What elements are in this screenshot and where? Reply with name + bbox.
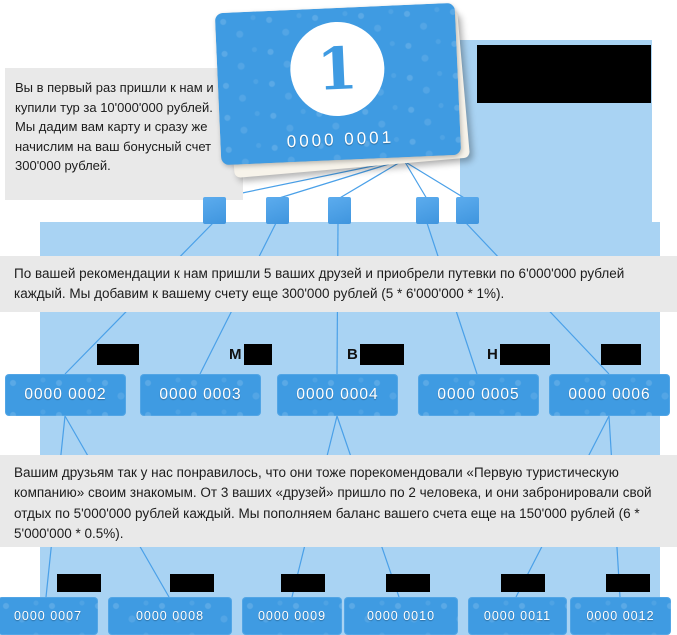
friend-node-icon: [266, 197, 289, 224]
redacted-black-bar: [501, 574, 545, 592]
acquaintance-card: 0000 0007: [0, 597, 98, 635]
redacted-name-label: Н: [487, 344, 550, 365]
redacted-name-label: [281, 574, 325, 592]
friend-card: 0000 0006: [549, 374, 670, 416]
card-face: 1 0000 0001: [214, 2, 462, 166]
step1-description-text: Вы в первый раз пришли к нам и купили ту…: [15, 80, 214, 173]
redacted-black-bar: [170, 574, 214, 592]
main-bonus-card: 1 0000 0001: [214, 2, 471, 179]
redacted-name-label: [501, 574, 545, 592]
card-number: 0000 0002: [24, 386, 107, 403]
card-number: 0000 0010: [366, 609, 436, 623]
card-number: 0000 0007: [13, 609, 83, 623]
friend-node-icon: [203, 197, 226, 224]
main-card-number: 0000 0001: [286, 127, 395, 152]
card-number: 0000 0008: [135, 609, 205, 623]
name-letter: В: [347, 346, 358, 363]
card-number: 0000 0003: [159, 386, 242, 403]
step3-description-box: Вашим друзьям так у нас понравилось, что…: [0, 455, 677, 547]
redacted-black-bar: [243, 344, 272, 365]
logo-digit: 1: [315, 34, 359, 104]
redacted-black-bar: [601, 344, 641, 365]
redacted-name-label: [57, 574, 101, 592]
friend-node-icon: [328, 197, 351, 224]
company-logo-icon: 1: [288, 20, 387, 119]
friend-card: 0000 0005: [418, 374, 539, 416]
card-number: 0000 0006: [568, 386, 651, 403]
redacted-name-main: [477, 45, 651, 103]
redacted-black-bar: [57, 574, 101, 592]
friend-card: 0000 0004: [277, 374, 398, 416]
card-number: 0000 0012: [586, 609, 655, 623]
step1-description-box: Вы в первый раз пришли к нам и купили ту…: [5, 68, 243, 200]
name-letter: Н: [487, 346, 498, 363]
redacted-black-bar: [499, 344, 550, 365]
redacted-black-bar: [606, 574, 650, 592]
friend-card: 0000 0003: [140, 374, 261, 416]
redacted-name-label: В: [347, 344, 404, 365]
friend-node-icon: [416, 197, 439, 224]
redacted-name-label: [599, 344, 641, 365]
redacted-black-bar: [97, 344, 139, 365]
step3-description-text: Вашим друзьям так у нас понравилось, что…: [14, 465, 652, 541]
redacted-black-bar: [281, 574, 325, 592]
acquaintance-card: 0000 0009: [242, 597, 342, 635]
card-number: 0000 0011: [483, 609, 552, 623]
redacted-name-label: [386, 574, 430, 592]
friend-card: 0000 0002: [5, 374, 126, 416]
step2-description-text: По вашей рекомендации к нам пришли 5 ваш…: [14, 266, 625, 302]
redacted-black-bar: [386, 574, 430, 592]
acquaintance-card: 0000 0011: [468, 597, 567, 635]
friend-node-icon: [456, 197, 479, 224]
redacted-name-label: [606, 574, 650, 592]
redacted-name-label: [95, 344, 139, 365]
redacted-black-bar: [359, 344, 404, 365]
card-number: 0000 0009: [257, 609, 327, 623]
acquaintance-card: 0000 0010: [344, 597, 458, 635]
card-number: 0000 0005: [437, 386, 520, 403]
card-number: 0000 0004: [296, 386, 379, 403]
step2-description-box: По вашей рекомендации к нам пришли 5 ваш…: [0, 256, 677, 312]
redacted-name-label: [170, 574, 214, 592]
acquaintance-card: 0000 0012: [570, 597, 671, 635]
name-letter: М: [229, 346, 242, 363]
acquaintance-card: 0000 0008: [108, 597, 232, 635]
redacted-name-label: М: [229, 344, 272, 365]
